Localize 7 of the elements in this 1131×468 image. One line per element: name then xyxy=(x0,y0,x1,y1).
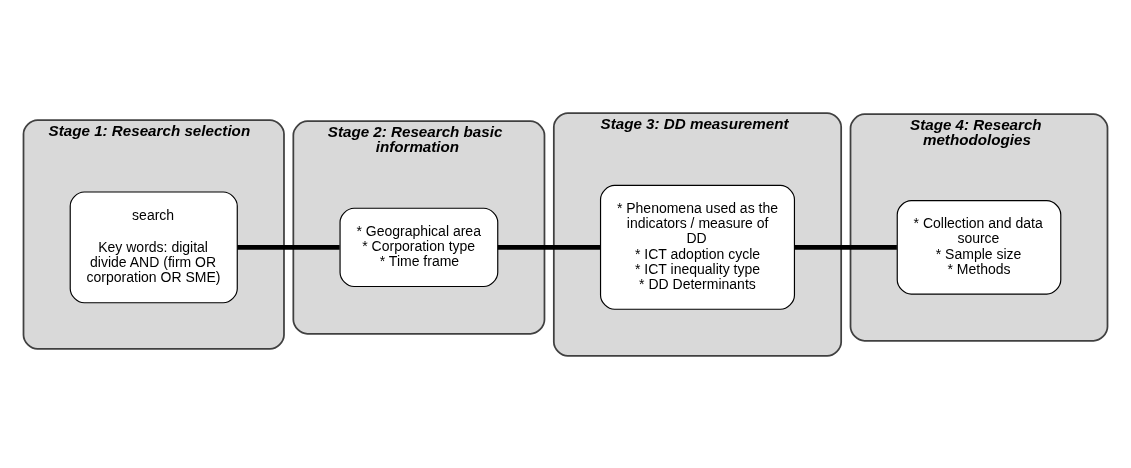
node-box: * Geographical area * Corporation type * Time frame xyxy=(339,207,499,287)
connector xyxy=(794,244,897,250)
connector xyxy=(497,244,601,250)
node-box: * Collection and data source * Sample size * Methods xyxy=(896,199,1062,295)
node-box: * Phenomena used as the indicators / measure of DD * ICT adoption cycle * ICT inequality type * DD Determinants xyxy=(599,184,796,310)
node-box: search Key words: digital divide AND (firm OR corporation OR SME) xyxy=(69,190,238,303)
connector xyxy=(237,244,340,250)
